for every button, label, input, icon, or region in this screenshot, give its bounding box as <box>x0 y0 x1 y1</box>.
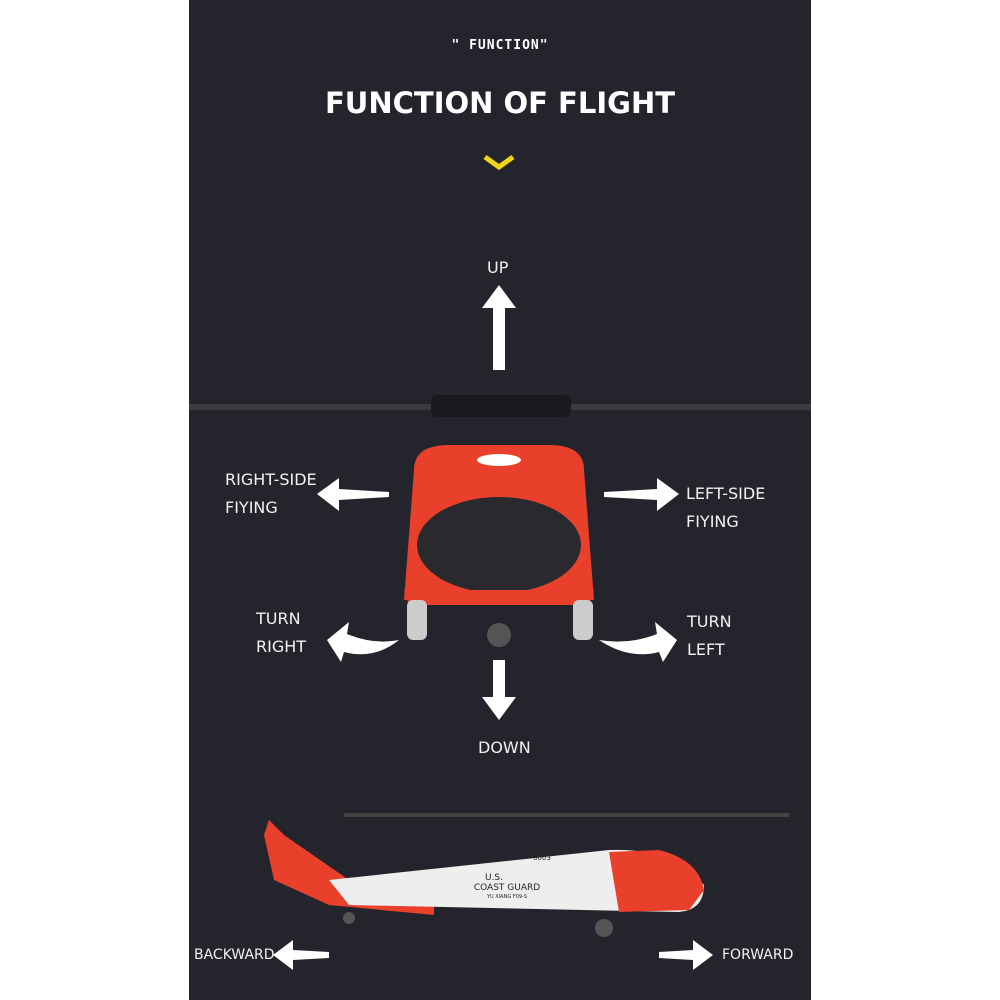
label-turn-left: TURN LEFT <box>687 608 732 664</box>
arrow-down-icon <box>482 660 516 720</box>
label-right-side-flying: RIGHT-SIDE FIYING <box>225 466 317 522</box>
label-line: LEFT <box>687 640 725 659</box>
content-panel: " FUNCTION" FUNCTION OF FLIGHT <box>189 0 811 1000</box>
label-line: RIGHT-SIDE <box>225 470 317 489</box>
label-line: TURN <box>687 612 732 631</box>
arrow-backward-icon <box>273 940 329 970</box>
label-left-side-flying: LEFT-SIDE FIYING <box>686 480 765 536</box>
helicopter-side-view: U.S. COAST GUARD YU XIANG F09-S 6003 <box>264 813 789 937</box>
label-line: LEFT-SIDE <box>686 484 766 503</box>
label-line: TURN <box>256 609 301 628</box>
marking-coast-guard: COAST GUARD <box>474 883 540 893</box>
marking-us: U.S. <box>485 873 503 883</box>
arrow-right-icon <box>604 478 679 511</box>
arrow-up-icon <box>482 285 516 370</box>
label-line: FIYING <box>686 512 739 531</box>
label-line: RIGHT <box>256 637 307 656</box>
chevron-down-icon <box>483 154 515 171</box>
helicopter-front-view <box>189 395 811 647</box>
marking-model: YU XIANG F09-S <box>486 894 527 900</box>
marking-number: 6003 <box>533 854 551 862</box>
section-kicker: " FUNCTION" <box>451 38 549 53</box>
page-title: FUNCTION OF FLIGHT <box>325 86 675 120</box>
illustration: U.S. COAST GUARD YU XIANG F09-S 6003 <box>189 154 811 970</box>
label-down: DOWN <box>478 738 531 757</box>
label-line: FIYING <box>225 498 278 517</box>
label-turn-right: TURN RIGHT <box>256 605 306 661</box>
arrow-left-icon <box>317 478 389 511</box>
turn-left-arrow-icon <box>599 622 677 662</box>
turn-right-arrow-icon <box>327 622 399 662</box>
arrow-forward-icon <box>659 940 713 970</box>
label-up: UP <box>487 258 509 277</box>
label-forward: FORWARD <box>722 947 794 963</box>
label-backward: BACKWARD <box>194 947 275 963</box>
